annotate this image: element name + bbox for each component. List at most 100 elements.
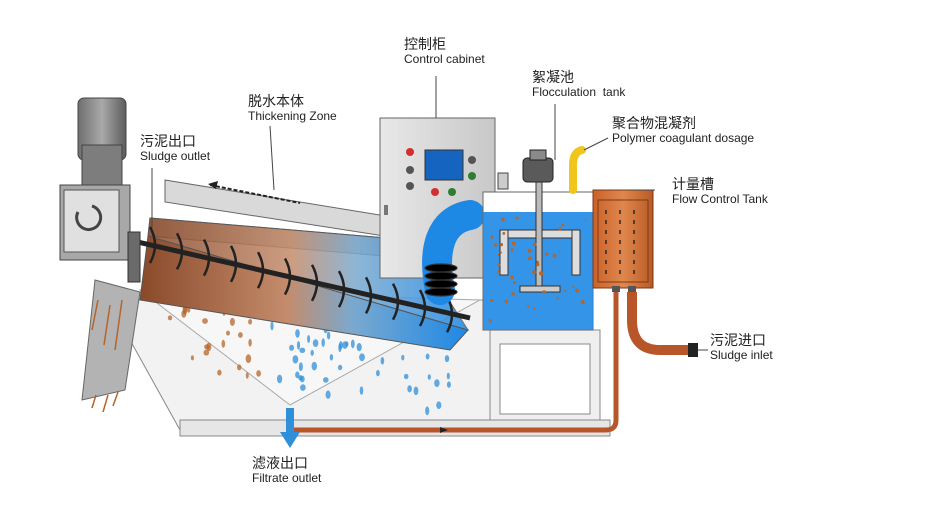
- label-flocculation-tank: 絮凝池 Flocculation tank: [532, 70, 625, 100]
- flocculation-tank: [482, 179, 594, 331]
- floc-particle: [575, 288, 579, 293]
- label-flocculation-tank-en: Flocculation tank: [532, 85, 626, 100]
- label-sludge-outlet: 污泥出口 Sludge outlet: [140, 134, 210, 164]
- droplet: [413, 386, 419, 396]
- floc-particle: [532, 270, 537, 275]
- droplet: [245, 354, 252, 364]
- droplet: [444, 355, 450, 363]
- floc-particle: [499, 243, 503, 247]
- droplet: [226, 330, 230, 336]
- floc-particle: [552, 253, 557, 258]
- droplet: [202, 318, 208, 324]
- floc-particle: [533, 307, 536, 310]
- label-control-cabinet: 控制柜 Control cabinet: [404, 37, 485, 67]
- screw-flight: [175, 232, 184, 270]
- label-filtrate-outlet-zh: 滤液出口: [252, 456, 308, 472]
- droplet: [403, 373, 409, 380]
- screw-flight: [310, 264, 319, 302]
- label-sludge-outlet-en: Sludge outlet: [140, 149, 211, 164]
- cabinet-screen: [424, 149, 464, 181]
- droplet: [296, 341, 301, 350]
- droplet: [206, 342, 212, 352]
- screw-flight: [391, 283, 400, 321]
- floc-particle: [561, 223, 565, 227]
- drive-motor: [59, 97, 141, 283]
- droplet: [300, 384, 306, 391]
- label-filtrate-outlet-en: Filtrate outlet: [252, 471, 322, 486]
- droplet: [425, 353, 430, 360]
- droplet: [289, 344, 295, 351]
- droplet: [325, 390, 331, 399]
- droplet: [248, 319, 253, 325]
- droplet: [359, 353, 365, 362]
- floc-particle: [539, 271, 544, 276]
- droplet: [434, 379, 440, 387]
- label-control-cabinet-en: Control cabinet: [404, 52, 485, 67]
- droplet: [245, 372, 249, 379]
- droplet: [217, 369, 222, 376]
- floc-particle: [490, 299, 494, 302]
- floc-particle: [556, 297, 559, 300]
- droplet: [359, 386, 364, 395]
- droplet: [167, 315, 173, 321]
- label-thickening-zone-zh: 脱水本体: [248, 94, 304, 110]
- droplet: [295, 371, 300, 379]
- droplet: [270, 321, 274, 331]
- droplet: [311, 361, 317, 371]
- floc-particle: [542, 290, 546, 294]
- droplet: [350, 339, 355, 349]
- sludge-outlet-chute: [81, 279, 141, 413]
- droplet: [427, 374, 431, 380]
- label-sludge-inlet-en: Sludge inlet: [710, 348, 773, 363]
- droplet: [295, 329, 300, 338]
- floc-particle: [515, 216, 519, 220]
- droplet: [307, 335, 311, 343]
- floc-particle: [558, 227, 562, 231]
- droplet: [446, 381, 451, 388]
- droplet: [310, 349, 314, 356]
- floc-particle: [510, 275, 514, 280]
- droplet: [407, 385, 412, 393]
- droplet: [323, 377, 329, 383]
- floc-particle: [511, 241, 516, 246]
- label-filtrate-outlet: 滤液出口 Filtrate outlet: [252, 456, 321, 486]
- droplet: [380, 357, 385, 365]
- droplet: [338, 343, 342, 353]
- label-polymer-dosage-zh: 聚合物混凝剂: [612, 116, 696, 132]
- floc-particle: [532, 242, 537, 247]
- screw-flight: [256, 251, 265, 289]
- filtrate-outlet-arrow: [280, 408, 300, 448]
- label-thickening-zone: 脱水本体 Thickening Zone: [248, 94, 337, 124]
- mixer-motor: [497, 149, 554, 190]
- droplet: [376, 369, 380, 377]
- label-thickening-zone-en: Thickening Zone: [248, 109, 337, 124]
- screw-flight: [364, 276, 373, 315]
- droplet: [221, 339, 226, 348]
- floc-particle: [499, 251, 502, 254]
- floc-particle: [527, 305, 530, 308]
- label-sludge-outlet-zh: 污泥出口: [140, 134, 196, 150]
- screw-flight: [229, 245, 238, 283]
- thickening-arrow: [208, 181, 301, 204]
- sludge-inlet-pipe: [627, 292, 698, 357]
- floc-particle: [536, 260, 539, 264]
- droplet: [329, 354, 334, 361]
- droplet: [203, 349, 210, 356]
- floc-particle: [563, 289, 567, 292]
- floc-particle: [497, 269, 500, 271]
- screw-flight: [148, 226, 157, 264]
- label-polymer-dosage-en: Polymer coagulant dosage: [612, 131, 755, 146]
- floc-particle: [544, 252, 549, 256]
- floc-particle: [584, 218, 587, 221]
- screw-flight: [202, 238, 211, 277]
- screw-flight: [283, 257, 292, 296]
- floc-particles: [488, 216, 587, 323]
- floc-particle: [536, 262, 540, 267]
- droplet: [190, 355, 194, 361]
- floc-particle: [488, 319, 493, 323]
- floc-particle: [572, 285, 575, 288]
- floc-particle: [497, 253, 500, 257]
- droplet: [425, 406, 430, 416]
- droplet: [356, 343, 362, 352]
- flow-control-tank: [592, 189, 654, 292]
